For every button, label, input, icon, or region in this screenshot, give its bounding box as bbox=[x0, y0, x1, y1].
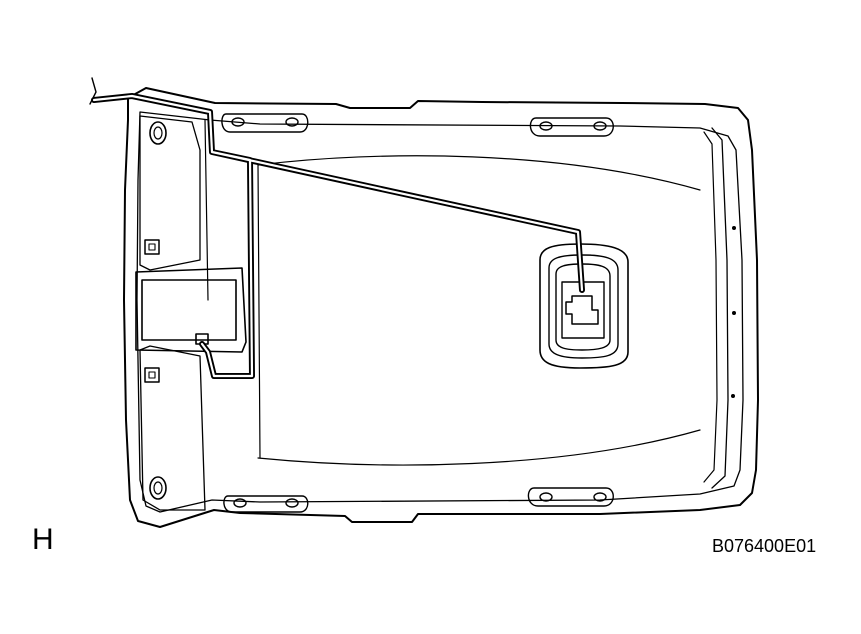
grab-handle-rear-right bbox=[527, 487, 614, 507]
grab-handle-front-left bbox=[221, 113, 309, 133]
front-console-frame bbox=[135, 267, 247, 353]
wire-harness-lead bbox=[89, 77, 97, 105]
dome-light-lens bbox=[561, 281, 605, 339]
headliner-outline bbox=[123, 87, 759, 528]
grab-handle-rear-left bbox=[223, 495, 309, 513]
visor-clip-front-inner bbox=[148, 243, 156, 251]
view-letter: H bbox=[32, 523, 54, 556]
dome-light-connector bbox=[565, 295, 599, 325]
roof-contour-bottom bbox=[257, 429, 701, 466]
right-rail-clip bbox=[731, 394, 735, 398]
wire-harness bbox=[89, 77, 585, 379]
grab-handle-front-right bbox=[529, 117, 614, 137]
visor-hole-rear bbox=[149, 476, 167, 500]
left-front-panel bbox=[139, 115, 201, 271]
right-rail-clip bbox=[732, 311, 736, 315]
dome-light-inner bbox=[555, 263, 611, 351]
roof-contour-top bbox=[257, 155, 701, 191]
left-rear-panel bbox=[139, 345, 206, 511]
figure-code: B076400E01 bbox=[712, 536, 817, 556]
right-edge-rail bbox=[711, 127, 729, 489]
roof-contour-left bbox=[257, 164, 261, 459]
left-pillar-divider bbox=[204, 119, 209, 301]
visor-hole-front bbox=[149, 121, 167, 145]
front-console-opening bbox=[141, 279, 237, 341]
right-rail-clip bbox=[732, 226, 736, 230]
dome-light-outer bbox=[539, 243, 629, 369]
visor-clip-front bbox=[144, 239, 160, 255]
visor-hole-rear-inner bbox=[153, 481, 163, 495]
visor-clip-rear-inner bbox=[148, 371, 156, 379]
visor-clip-rear bbox=[144, 367, 160, 383]
wire-harness-outer bbox=[91, 93, 585, 379]
headliner-inner-outline bbox=[136, 111, 744, 513]
dome-light-middle bbox=[548, 254, 619, 359]
visor-hole-front-inner bbox=[153, 126, 163, 140]
wire-harness-core bbox=[92, 94, 584, 378]
right-edge-rail-inner bbox=[703, 131, 718, 483]
